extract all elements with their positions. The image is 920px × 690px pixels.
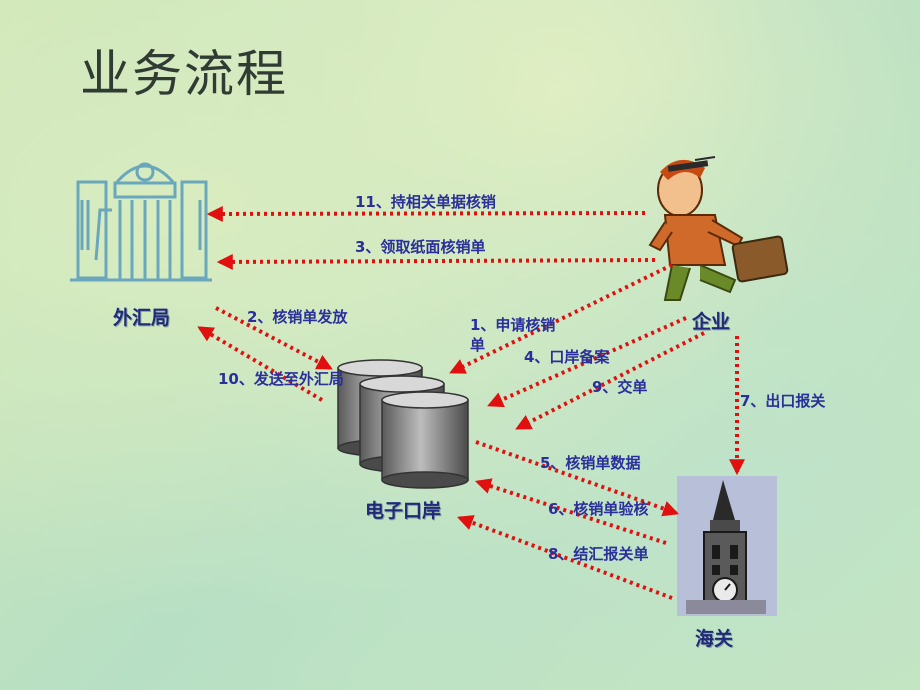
step-10-label: 10、发送至外汇局	[218, 370, 344, 388]
step-11-label: 11、持相关单据核销	[355, 193, 496, 211]
database-cylinders-icon	[337, 359, 469, 489]
slide-title: 业务流程	[80, 45, 288, 103]
step-3-label: 3、领取纸面核销单	[355, 238, 486, 256]
step-7-label: 7、出口报关	[740, 392, 826, 410]
arrow-step-4	[487, 316, 687, 408]
arrow-step-10	[197, 326, 324, 402]
customs-label: 海关	[695, 628, 734, 650]
bureau-label: 外汇局	[113, 307, 171, 329]
enterprise-label: 企业	[692, 311, 731, 333]
port-label: 电子口岸	[365, 500, 442, 522]
arrow-step-11	[206, 205, 646, 222]
businessman-icon	[648, 156, 789, 301]
arrow-step-2	[215, 306, 333, 370]
arrow-step-6	[474, 478, 667, 545]
step-1-label-cont: 单	[470, 336, 486, 354]
step-9-label: 9、交单	[592, 378, 648, 396]
step-5-label: 5、核销单数据	[540, 454, 641, 472]
step-4-label: 4、口岸备案	[524, 348, 610, 366]
step-1-label: 1、申请核销	[470, 316, 556, 334]
step-8-label: 8、结汇报关单	[548, 545, 649, 563]
customs-tower-icon	[677, 476, 777, 616]
bank-building-icon	[70, 162, 212, 282]
arrow-step-8	[457, 515, 673, 600]
step-6-label: 6、核销单验核	[548, 500, 649, 518]
arrow-step-1	[449, 263, 673, 374]
step-2-label: 2、核销单发放	[247, 308, 348, 326]
arrow-step-5	[475, 440, 680, 517]
arrow-step-3	[216, 253, 656, 270]
